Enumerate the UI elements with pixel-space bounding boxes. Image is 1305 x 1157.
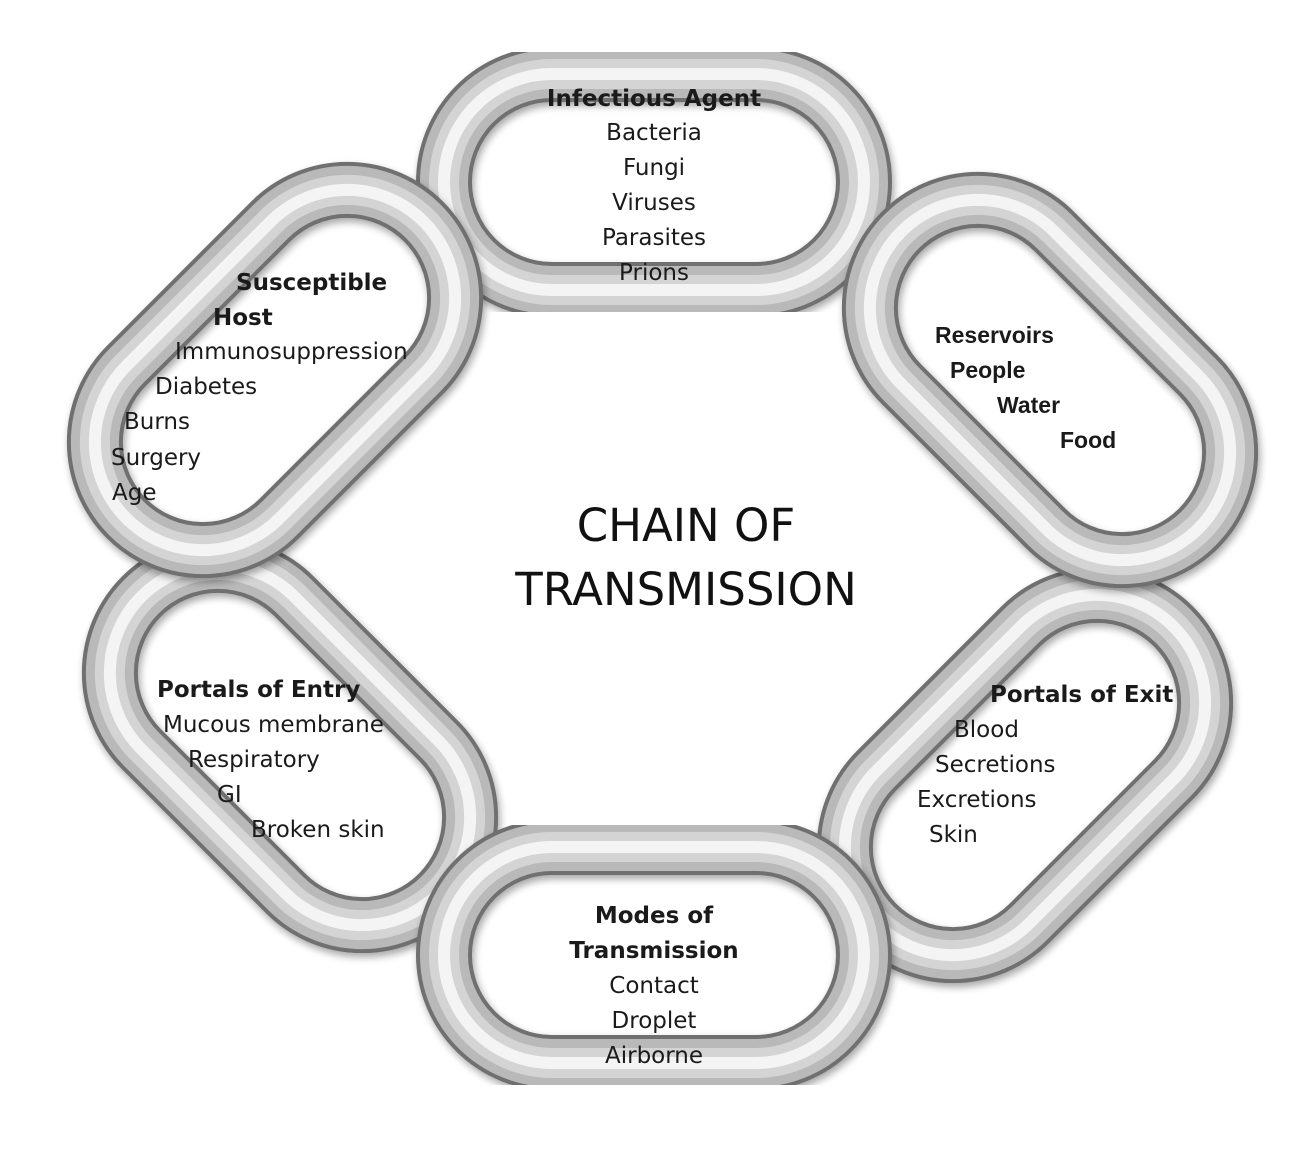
heading-modes-of: Modes of	[594, 903, 714, 929]
item-excretions: Excretions	[917, 787, 1037, 813]
chain-link-infectious-agent	[416, 46, 892, 318]
center-title: CHAIN OF TRANSMISSION	[515, 494, 857, 622]
heading-host: Host	[213, 305, 273, 331]
item-skin: Skin	[929, 822, 978, 848]
chain-link-highlight	[438, 841, 870, 1069]
chain-link-highlight	[863, 193, 1237, 567]
chain-link-highlight	[438, 68, 870, 296]
item-airborne: Airborne	[604, 1043, 704, 1069]
heading-transmission: Transmission	[569, 938, 739, 964]
item-age: Age	[112, 480, 157, 506]
heading-portals-of-entry: Portals of Entry	[157, 677, 361, 703]
item-broken-skin: Broken skin	[251, 817, 385, 843]
item-gi: GI	[217, 782, 242, 808]
chain-link-modes-of-transmission	[416, 819, 892, 1091]
chain-link-highlight	[88, 183, 462, 557]
chain-link-reservoirs	[841, 171, 1259, 589]
item-viruses: Viruses	[612, 190, 696, 216]
chain-link-susceptible-host	[66, 161, 484, 579]
item-secretions: Secretions	[935, 752, 1056, 778]
item-water: Water	[997, 392, 1061, 418]
heading-portals-of-exit: Portals of Exit	[990, 682, 1174, 708]
center-title-line-2: TRANSMISSION	[515, 563, 857, 616]
item-prions: Prions	[619, 260, 689, 286]
item-contact: Contact	[609, 973, 699, 999]
item-parasites: Parasites	[601, 225, 707, 251]
item-respiratory: Respiratory	[188, 747, 320, 773]
center-title-line-1: CHAIN OF	[576, 499, 796, 552]
item-mucous-membrane: Mucous membrane	[163, 712, 384, 738]
item-diabetes: Diabetes	[155, 374, 258, 400]
item-food: Food	[1060, 427, 1117, 453]
item-blood: Blood	[954, 717, 1019, 743]
item-immunosuppression: Immunosuppression	[175, 339, 408, 365]
item-surgery: Surgery	[111, 445, 202, 471]
item-burns: Burns	[124, 409, 190, 435]
item-people: People	[950, 357, 1026, 383]
heading-susceptible: Susceptible	[236, 270, 388, 296]
heading-infectious-agent: Infectious Agent	[546, 86, 762, 112]
item-bacteria: Bacteria	[606, 120, 702, 146]
item-fungi: Fungi	[622, 155, 686, 181]
item-droplet: Droplet	[611, 1008, 697, 1034]
heading-reservoirs: Reservoirs	[935, 322, 1054, 348]
